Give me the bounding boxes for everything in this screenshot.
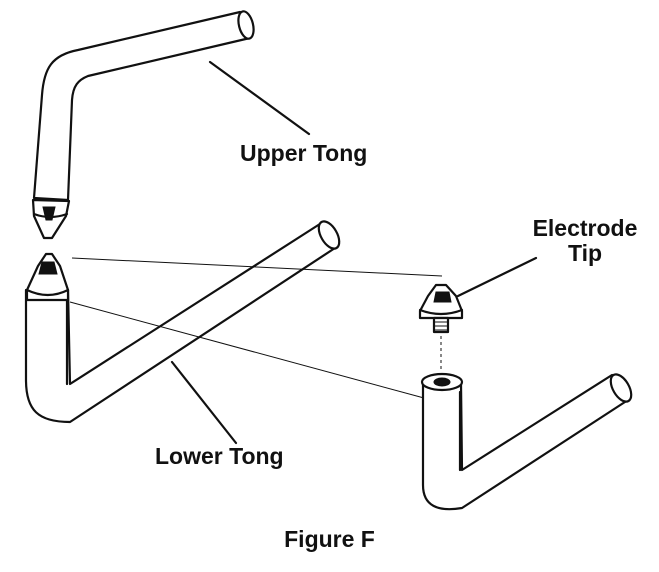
lower-tong-exploded [420, 372, 633, 511]
upper-tong-leader [208, 60, 311, 136]
figure-caption: Figure F [284, 526, 375, 552]
projection-line-tube [69, 301, 425, 399]
electrode-tip-leader [456, 256, 538, 298]
projection-line-tip [71, 257, 443, 277]
upper-tong [31, 10, 255, 240]
lower-tong-label: Lower Tong [155, 443, 284, 469]
electrode-tip-label-line2: Tip [567, 240, 603, 267]
electrode-tip-label: Electrode Tip [522, 215, 648, 267]
lower-tong [24, 220, 341, 424]
electrode-tip [418, 283, 464, 334]
lower-tong-leader [170, 360, 238, 445]
upper-tong-label: Upper Tong [240, 140, 368, 166]
electrode-tip-label-line1: Electrode [532, 215, 638, 241]
